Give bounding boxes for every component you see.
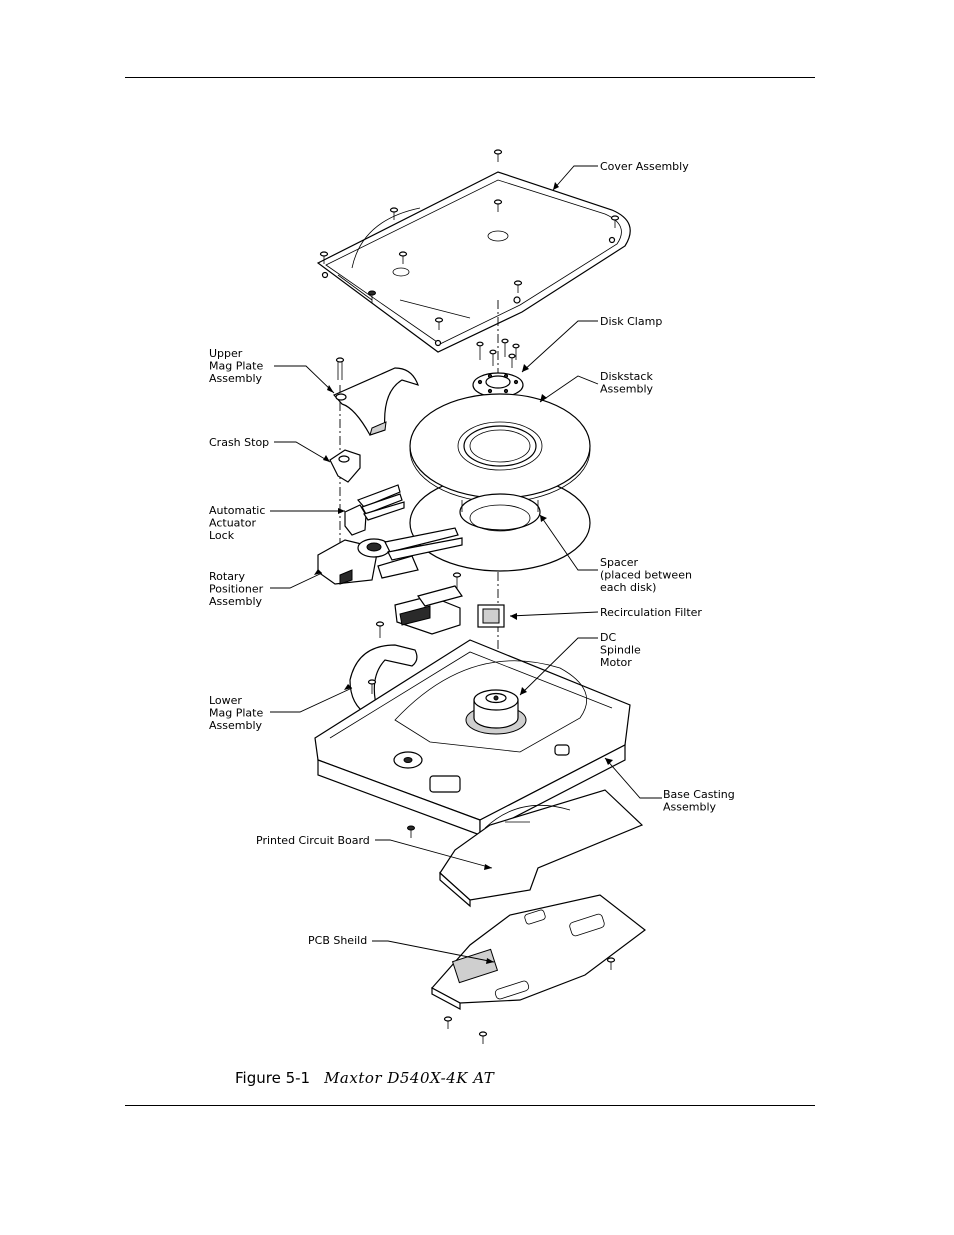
dc-spindle-motor (465, 689, 527, 735)
label-upper-mag-plate: Upper Mag Plate Assembly (209, 347, 267, 385)
label-lower-mag-plate: Lower Mag Plate Assembly (209, 694, 267, 732)
label-rotary-positioner-assembly: Rotary Positioner Assembly (209, 570, 267, 608)
cover-assembly (316, 171, 631, 353)
label-base-casting-assembly: Base Casting Assembly (663, 788, 738, 814)
printed-circuit-board (439, 789, 644, 908)
base-screw (407, 825, 415, 838)
label-pcb-shield: PCB Sheild (308, 934, 367, 947)
pcb-screw (443, 1016, 453, 1029)
label-crash-stop: Crash Stop (209, 436, 269, 449)
figure-number: Figure 5-1 (235, 1069, 311, 1087)
figure-title: Maxtor D540X-4K AT (324, 1069, 495, 1087)
pcb-shield (431, 894, 646, 1011)
leader-arrows (314, 182, 613, 964)
rotary-positioner-assembly (317, 527, 463, 585)
label-printed-circuit-board: Printed Circuit Board (256, 834, 370, 847)
label-dc-spindle-motor: DC Spindle Motor (600, 631, 644, 669)
footer-rule (125, 1105, 815, 1106)
label-spacer: Spacer (placed between each disk) (600, 556, 695, 594)
disk-clamp (472, 338, 524, 398)
label-recirculation-filter: Recirculation Filter (600, 606, 702, 619)
label-cover-assembly: Cover Assembly (600, 160, 689, 173)
upper-mag-plate (333, 357, 419, 436)
callout-labels: Cover Assembly Disk Clamp Diskstack Asse… (209, 160, 738, 947)
pcb-screw (478, 1031, 488, 1044)
actuator-bracket (394, 572, 463, 635)
recirculation-filter (477, 604, 505, 628)
automatic-actuator-lock (344, 484, 405, 536)
cover-screws (319, 149, 620, 330)
header-rule (125, 77, 815, 78)
label-automatic-actuator-lock: Automatic Actuator Lock (209, 504, 269, 542)
base-casting-assembly (314, 639, 631, 836)
leader-lines (270, 165, 662, 963)
crash-stop (329, 449, 361, 483)
label-diskstack-assembly: Diskstack Assembly (600, 370, 656, 396)
figure-caption: Figure 5-1 Maxtor D540X-4K AT (235, 1068, 494, 1087)
label-disk-clamp: Disk Clamp (600, 315, 662, 328)
